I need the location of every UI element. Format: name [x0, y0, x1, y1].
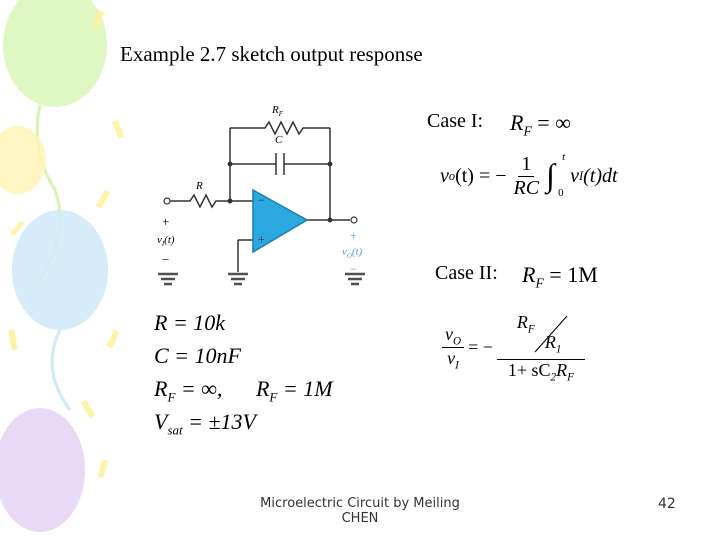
case2-transfer-function: vO vI = − RF R1 1+ sC2RF [442, 312, 585, 384]
ground-symbol [345, 272, 365, 286]
slide-title: Example 2.7 sketch output response [120, 42, 423, 66]
blue-balloon-shape [12, 210, 108, 330]
balloon-string [50, 329, 72, 411]
integral-sign: ∫ t 0 [546, 150, 566, 199]
vo-plus: + [350, 228, 357, 242]
opamp-triangle [252, 188, 309, 254]
purple-balloon-shape [0, 408, 85, 532]
vi-label: vI(t) [157, 234, 175, 249]
vo-label: vO(t) [342, 246, 363, 261]
c-label: C [275, 134, 283, 146]
integrator-circuit [158, 120, 365, 286]
vi-plus: + [162, 214, 170, 229]
input-terminal [163, 197, 171, 205]
r-label: R [196, 180, 203, 192]
ground-symbol [228, 272, 248, 286]
opamp-minus-sign: − [258, 193, 265, 207]
case1-rf-condition: RF = ∞ [510, 110, 571, 139]
footer-credit: Microelectric Circuit by Meiling CHEN [260, 496, 460, 526]
vo-minus: − [350, 262, 357, 276]
ground-symbol [158, 272, 178, 286]
green-balloon-shape [3, 0, 107, 107]
param-rf-cases: RF = ∞, RF = 1M [154, 376, 333, 405]
rf-label: RF [272, 104, 283, 119]
param-resistance: R = 10k [154, 310, 226, 335]
param-capacitance: C = 10nF [154, 343, 241, 368]
yellow-balloon-shape [0, 126, 46, 194]
fraction-slash [534, 315, 568, 353]
confetti [8, 9, 124, 479]
vi-minus: − [162, 252, 170, 267]
output-terminal [350, 216, 358, 224]
rf-resistor [230, 120, 330, 136]
case2-label: Case II: [435, 262, 498, 284]
page-number: 42 [658, 496, 676, 512]
case1-label: Case I: [427, 110, 484, 132]
opamp-plus-sign: + [258, 232, 265, 246]
r-resistor [170, 193, 230, 209]
case2-rf-condition: RF = 1M [522, 262, 598, 291]
param-vsat: Vsat = ±13V [154, 409, 256, 438]
